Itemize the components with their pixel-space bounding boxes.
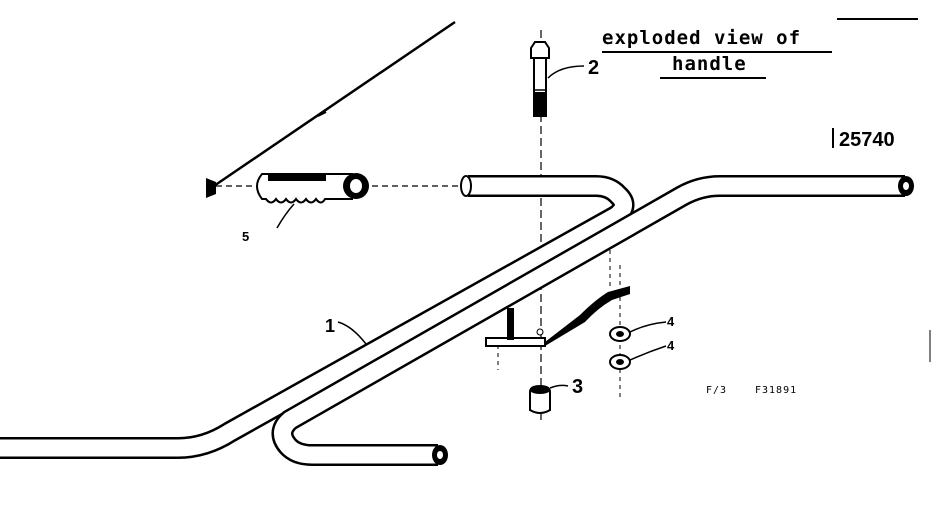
callout-4b: 4 [667,338,675,353]
diagram-title-line2: handle [672,53,747,75]
control-rod [207,20,456,192]
handle-grip [256,173,369,204]
control-rod-end [206,178,216,198]
callout-2: 2 [588,57,599,79]
nut [529,384,551,414]
diagram-title-line1: exploded view of [602,27,801,49]
mounting-bracket [485,286,630,347]
leader-3 [549,384,569,389]
leader-2 [547,65,585,79]
figure-code-right: F31891 [755,385,797,396]
handle-bar-end-lower-hole [437,451,443,459]
control-rod-mark [317,111,327,117]
handle-bar-end-right-hole [903,182,909,190]
callout-3: 3 [572,376,583,398]
figure-code-left: F/3 [706,385,727,396]
leader-5 [276,203,295,229]
handle-bar [0,175,905,466]
callout-1: 1 [325,316,335,336]
washer-upper [609,326,631,342]
part-number: 25740 [839,129,895,151]
bolt [530,41,550,117]
leader-4a [629,321,667,333]
leader-4b [629,345,667,361]
leader-1 [337,321,367,345]
callout-4a: 4 [667,314,675,329]
callout-5: 5 [242,229,249,244]
washer-lower [609,354,631,370]
